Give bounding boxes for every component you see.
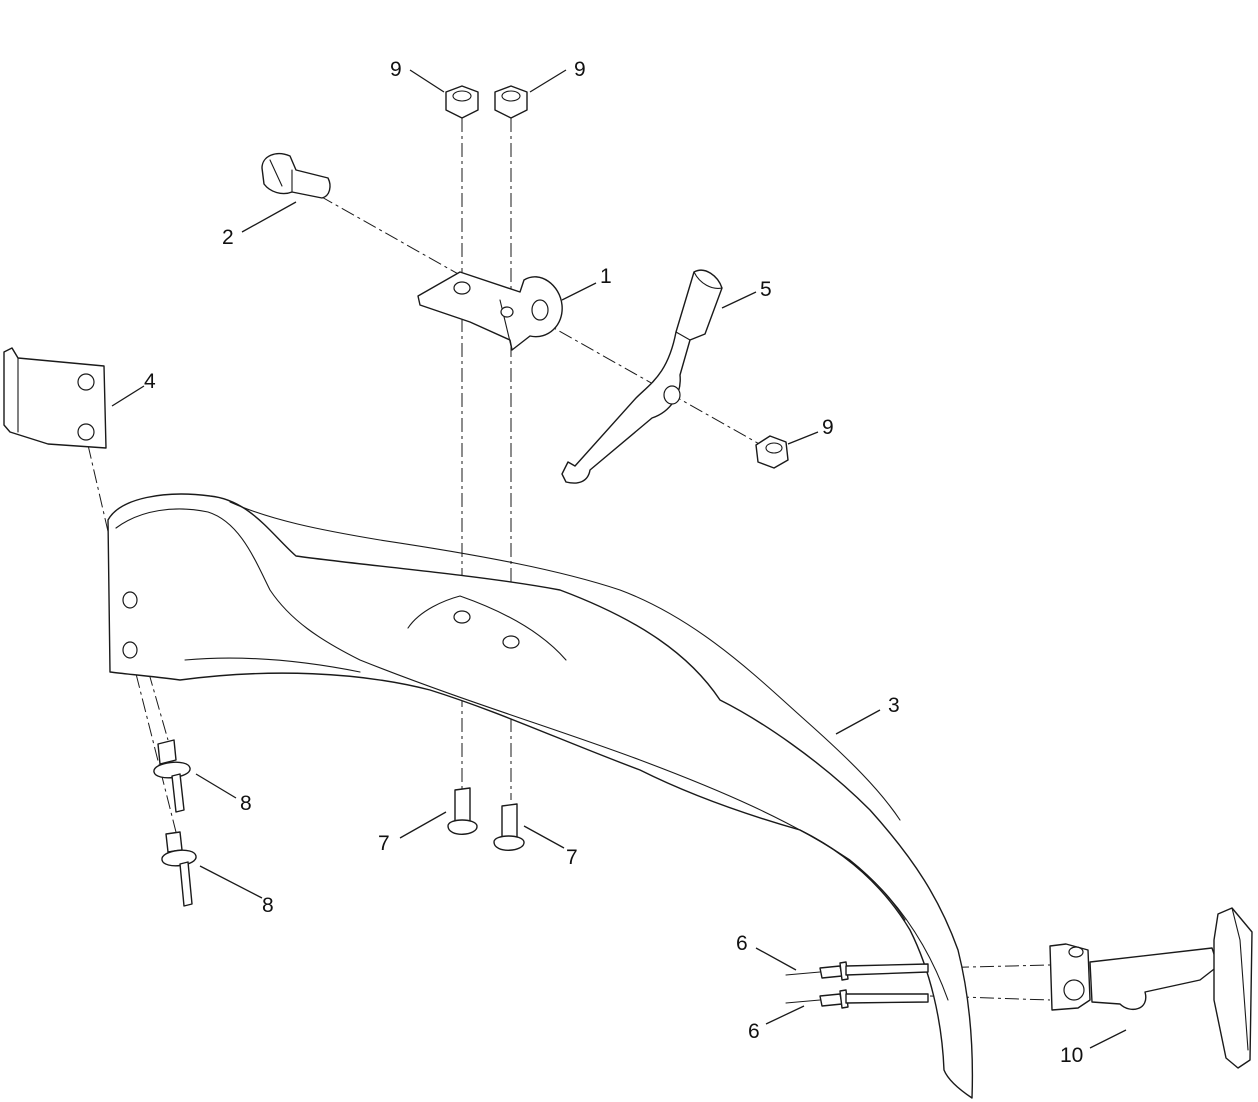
callout-4: 4 <box>144 370 156 393</box>
carriage-bolt-right <box>493 803 525 851</box>
rivet-upper <box>153 739 191 813</box>
callout-10: 10 <box>1060 1044 1083 1067</box>
carriage-bolt-left <box>447 787 478 835</box>
callout-9-left: 9 <box>390 58 402 81</box>
rivet-lower <box>161 831 197 907</box>
callout-7-left: 7 <box>378 832 390 855</box>
callout-3: 3 <box>888 694 900 717</box>
callout-5: 5 <box>760 278 772 301</box>
callout-2: 2 <box>222 226 234 249</box>
angle-bracket <box>417 271 563 351</box>
callout-1: 1 <box>600 265 612 288</box>
t-handle-latch <box>1049 907 1253 1069</box>
callout-7-right: 7 <box>566 846 578 869</box>
callout-6-upper: 6 <box>736 932 748 955</box>
pop-rivet-upper <box>785 961 929 981</box>
callout-6-lower: 6 <box>748 1020 760 1043</box>
callout-9-lever: 9 <box>822 416 834 439</box>
hex-nut-right <box>494 85 528 119</box>
callout-8-upper: 8 <box>240 792 252 815</box>
latch-lever <box>561 269 723 484</box>
leader-lines <box>111 69 1127 1049</box>
hex-nut-lever <box>755 435 789 469</box>
pop-rivet-lower <box>785 989 929 1009</box>
callout-labels: 9 9 2 1 5 4 9 3 8 8 7 7 6 6 10 <box>144 58 1083 1067</box>
callout-9-right: 9 <box>574 58 586 81</box>
flange-bolt <box>261 152 331 199</box>
side-bracket <box>3 347 107 449</box>
deflector-chute <box>107 493 974 1099</box>
hex-nut-left <box>445 85 479 119</box>
callout-8-lower: 8 <box>262 894 274 917</box>
